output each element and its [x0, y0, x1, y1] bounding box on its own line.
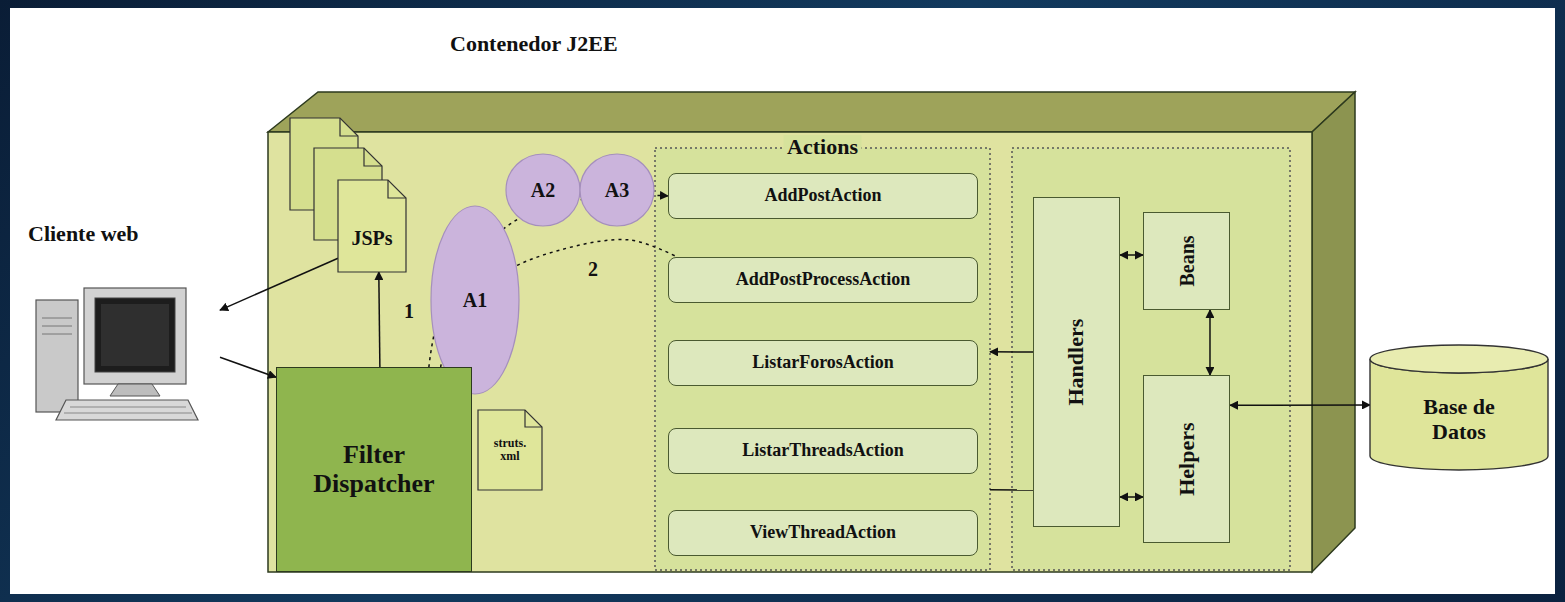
database-cylinder: Base de Datos — [1370, 345, 1548, 470]
container-top-face — [268, 92, 1355, 132]
action-box-label: ListarForosAction — [752, 353, 894, 373]
handlers-box: Handlers — [1033, 197, 1120, 527]
j2ee-container-label: Contenedor J2EE — [450, 32, 618, 56]
interceptor-ellipse-label: A2 — [531, 179, 555, 201]
container-front-face — [268, 132, 1312, 572]
handlers-box-label: Handlers — [1064, 319, 1088, 406]
action-box-label: AddPostAction — [764, 186, 881, 206]
jsp-page-fold — [364, 148, 382, 166]
jsp-page-fold — [340, 118, 358, 136]
container-side-face — [1312, 92, 1355, 572]
connector-arrow — [990, 489, 1033, 491]
interceptor-ellipse: A2 — [505, 153, 581, 227]
filter-dispatcher-label: Filter Dispatcher — [284, 441, 464, 498]
web-client-label: Cliente web — [28, 222, 139, 246]
filter-dispatcher: Filter Dispatcher — [276, 367, 472, 572]
database-cylinder-label: Base de Datos — [1399, 395, 1519, 443]
interceptor-ellipse: A3 — [579, 153, 655, 227]
connector-arrow — [220, 258, 338, 310]
action-box: AddPostAction — [668, 173, 978, 219]
helpers-box: Helpers — [1143, 375, 1230, 543]
beans-box: Beans — [1143, 212, 1230, 310]
beans-box-label: Beans — [1176, 235, 1198, 286]
flow-number: 2 — [586, 258, 600, 280]
connector-arrow — [1120, 496, 1143, 498]
connector-arrow — [990, 351, 1033, 353]
interceptor-ellipse-label: A3 — [605, 179, 629, 201]
action-box: ViewThreadAction — [668, 510, 978, 556]
action-box: ListarThreadsAction — [668, 428, 978, 474]
white-ground — [10, 8, 1555, 594]
j2ee-container: Contenedor J2EEJSPsA1A2A3Filter Dispatch… — [268, 132, 1312, 572]
interceptor-ellipse-label: A1 — [463, 289, 487, 311]
model-panel — [1012, 148, 1290, 570]
jsp-page-label: JSPs — [351, 227, 392, 249]
connector-arrow — [379, 272, 380, 367]
connector-arrow — [1120, 254, 1143, 256]
flow-number: 1 — [402, 300, 416, 322]
action-box: ListarForosAction — [668, 340, 978, 386]
config-file-label: struts. xml — [487, 437, 533, 463]
action-box-label: AddPostProcessAction — [736, 270, 911, 290]
actions-panel — [655, 148, 990, 570]
action-box-label: ListarThreadsAction — [742, 441, 904, 461]
connector-arrow — [1209, 310, 1211, 375]
web-client: Cliente web — [20, 222, 220, 427]
config-file: struts. xml — [478, 410, 542, 490]
actions-panel-label: Actions — [783, 135, 862, 159]
computer-illustration — [36, 288, 198, 420]
actions-panel: ActionsAddPostActionAddPostProcessAction… — [655, 148, 990, 570]
connector-arrow — [220, 357, 276, 377]
action-box-label: ViewThreadAction — [750, 523, 896, 543]
action-box: AddPostProcessAction — [668, 257, 978, 303]
helpers-box-label: Helpers — [1174, 422, 1198, 495]
jsp-page-outline — [338, 180, 406, 272]
connector-arrow — [1230, 404, 1370, 406]
jsp-page: JSPs — [338, 180, 406, 272]
